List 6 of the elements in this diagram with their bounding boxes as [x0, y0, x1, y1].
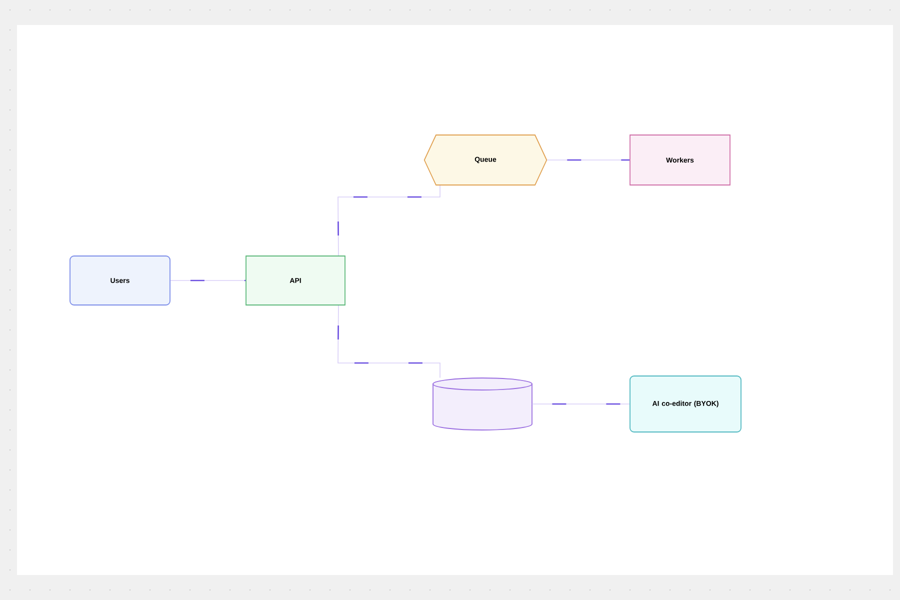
- connector: [532, 403, 630, 405]
- connector: [337, 305, 441, 378]
- connector: [546, 159, 630, 161]
- connector: [337, 185, 441, 256]
- connector: [170, 280, 246, 282]
- database-cylinder: [432, 378, 532, 430]
